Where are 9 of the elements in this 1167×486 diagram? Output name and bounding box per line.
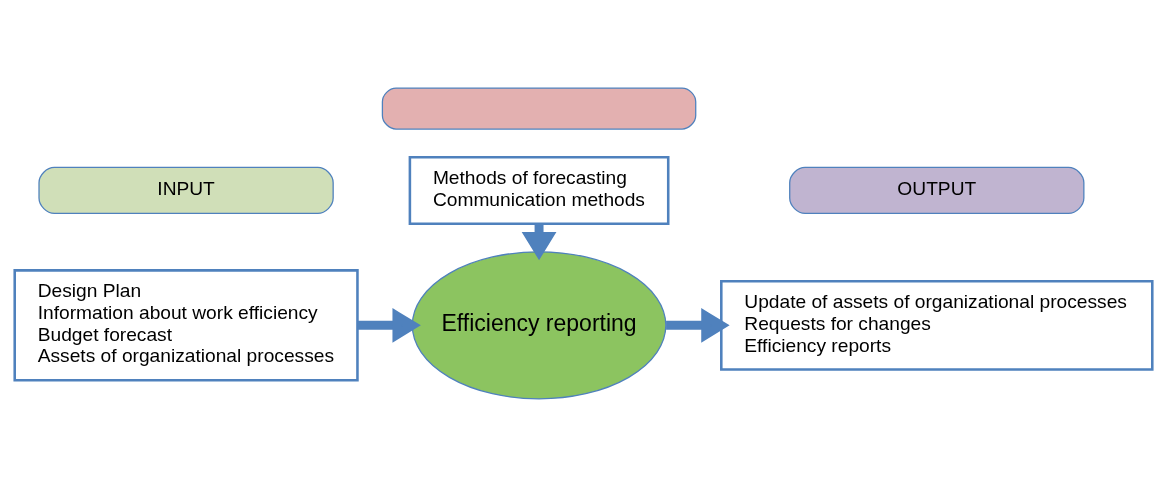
node-ellipse: Efficiency reporting — [411, 250, 667, 399]
node-box — [381, 87, 697, 130]
node-box: Update of assets of organizational processes Requests for changes Efficiency reports — [720, 279, 1154, 371]
node-box: Methods of forecasting Communication methods — [408, 155, 670, 225]
arrow — [666, 307, 730, 343]
node-box: INPUT — [38, 166, 334, 214]
arrow — [357, 307, 421, 343]
node-box: OUTPUT — [789, 166, 1085, 214]
node-box: Design Plan Information about work efficiency Budget forecast Assets of organizational processes — [13, 268, 359, 382]
